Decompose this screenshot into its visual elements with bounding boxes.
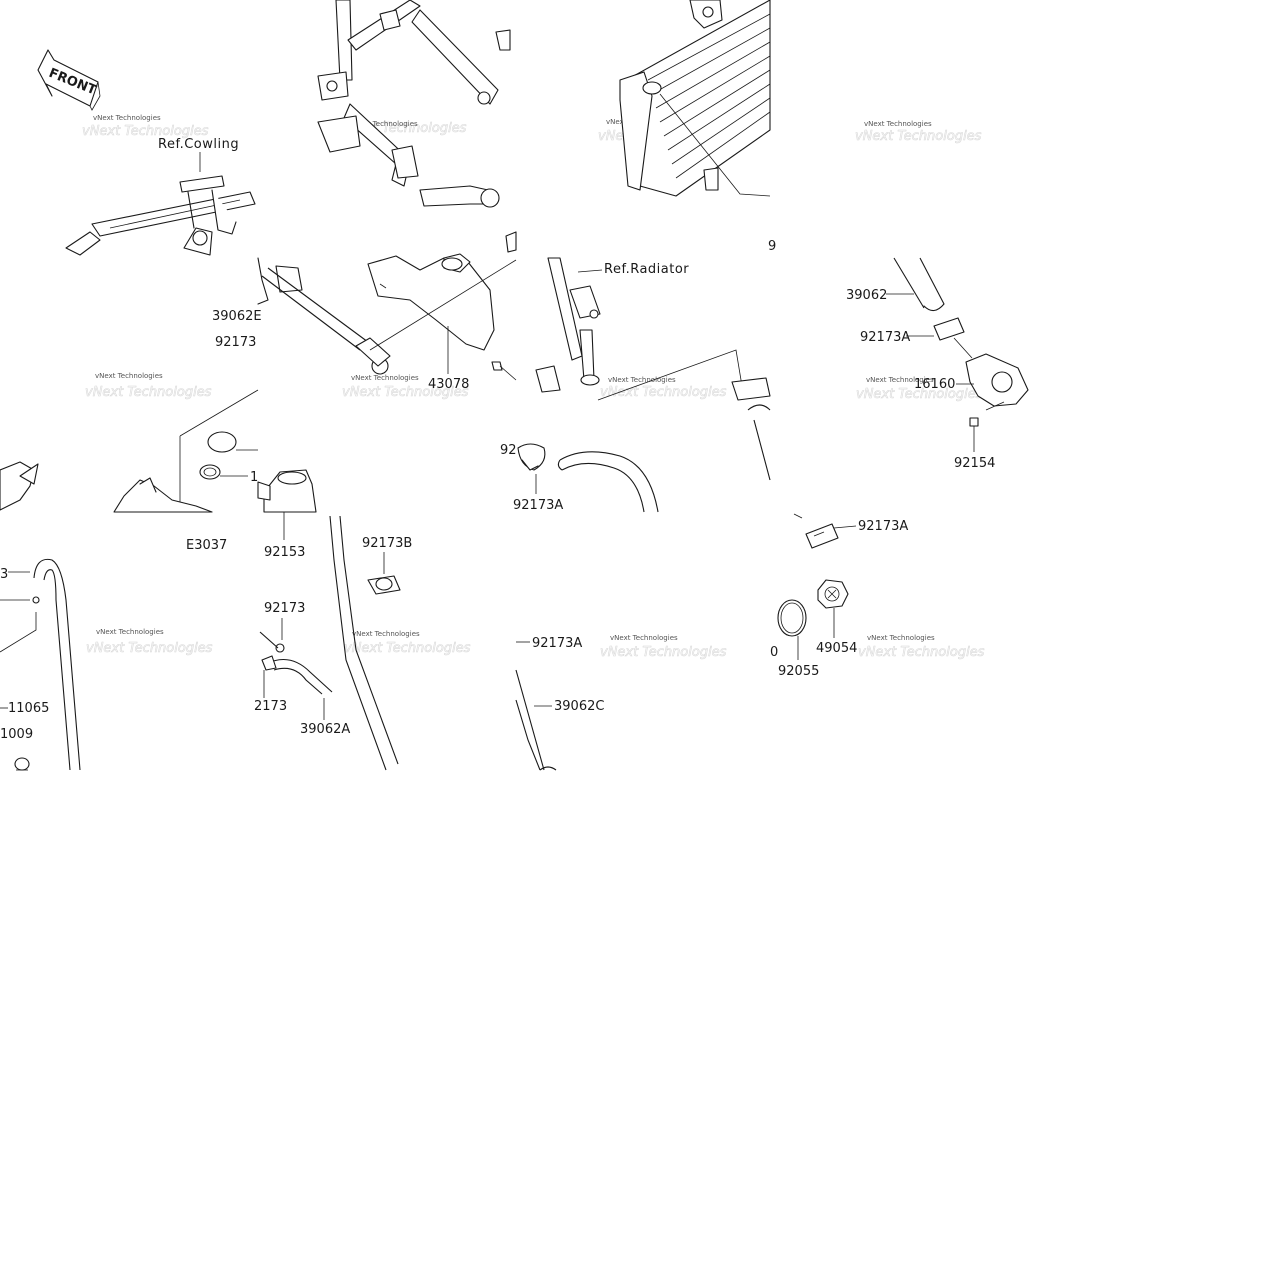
watermark: vNext Technologies bbox=[93, 114, 161, 122]
watermark: vNext Technologies bbox=[351, 374, 419, 382]
watermark-bg: vNext Technologies bbox=[82, 124, 209, 139]
label-0: 0 bbox=[770, 645, 778, 660]
thermostat: 92173A 92055 0 49054 9 bbox=[768, 239, 908, 679]
watermark-bg: vNext Technologies bbox=[855, 129, 982, 144]
watermarks: vNext Technologies vNext Technologies vN… bbox=[82, 114, 985, 660]
water-pump: 39062 92173A 16160 92154 bbox=[846, 257, 1029, 471]
label-92154: 92154 bbox=[954, 456, 995, 471]
label-1009: 1009 bbox=[0, 727, 33, 742]
reservoir-cap: 1 bbox=[0, 389, 258, 513]
radiator-lower: Ref.Radiator bbox=[535, 257, 771, 481]
label-92153: 92153 bbox=[264, 545, 305, 560]
label-92173A-4: 92173A bbox=[858, 519, 908, 534]
watermark-bg: vNext Technologies bbox=[86, 641, 213, 656]
right-hose: 92173A 39062C bbox=[515, 636, 604, 771]
watermark-bg: vNext Technologies bbox=[600, 385, 727, 400]
label-2173: 2173 bbox=[254, 699, 287, 714]
watermark: vNext Technologies bbox=[96, 628, 164, 636]
label-1: 1 bbox=[250, 470, 258, 485]
watermark-bg: vNext Technologies bbox=[858, 645, 985, 660]
watermark: vNext Technologies bbox=[352, 630, 420, 638]
reservoir-bottle: 92153 E3037 bbox=[186, 469, 317, 560]
radiator bbox=[619, 0, 771, 197]
watermark: vNext Technologies bbox=[350, 120, 418, 128]
watermark-bg: vNext Technologies bbox=[600, 645, 727, 660]
label-92173B: 92173B bbox=[362, 536, 412, 551]
watermark: vNext Technologies bbox=[610, 634, 678, 642]
label-E3037: E3037 bbox=[186, 538, 227, 553]
label-92: 92 bbox=[500, 443, 517, 458]
ref-cowling-label: Ref.Cowling bbox=[158, 137, 239, 152]
watermark-bg: vNext Technologies bbox=[344, 641, 471, 656]
left-hose: 3 11065 1009 bbox=[0, 558, 81, 771]
label-16160: 16160 bbox=[914, 377, 955, 392]
hose-clamp-upper: 92 92173A bbox=[500, 443, 659, 513]
overflow-pipe: 39062E 92173 bbox=[212, 257, 391, 375]
label-92173-b: 92173 bbox=[264, 601, 305, 616]
watermark: vNext Technologies bbox=[867, 634, 935, 642]
label-92173A-2: 92173A bbox=[513, 498, 563, 513]
label-39062: 39062 bbox=[846, 288, 887, 303]
front-arrow-icon: FRONT bbox=[37, 49, 101, 111]
label-92173A-1: 92173A bbox=[860, 330, 910, 345]
label-92055: 92055 bbox=[778, 664, 819, 679]
label-49054: 49054 bbox=[816, 641, 857, 656]
ref-radiator-label: Ref.Radiator bbox=[604, 262, 689, 277]
label-39062C: 39062C bbox=[554, 699, 604, 714]
label-43078: 43078 bbox=[428, 377, 469, 392]
watermark: vNext Technologies bbox=[608, 376, 676, 384]
label-3: 3 bbox=[0, 567, 8, 582]
reservoir-tank: 43078 bbox=[367, 231, 517, 392]
label-92173: 92173 bbox=[215, 335, 256, 350]
watermark-bg: vNext Technologies bbox=[856, 387, 983, 402]
label-39062E: 39062E bbox=[212, 309, 262, 324]
cowling-bracket: Ref.Cowling bbox=[65, 137, 256, 256]
watermark: vNext Technologies bbox=[866, 376, 934, 384]
watermark: vNext Technologies bbox=[95, 372, 163, 380]
watermark-bg: vNext Technologies bbox=[85, 385, 212, 400]
watermark: vNext Technologies bbox=[864, 120, 932, 128]
label-92173A-3: 92173A bbox=[532, 636, 582, 651]
label-9: 9 bbox=[768, 239, 776, 254]
watermark-bg: vNext Technologies bbox=[342, 385, 469, 400]
label-39062A: 39062A bbox=[300, 722, 350, 737]
middle-hoses: 92173B 92173 2173 39062A bbox=[254, 515, 412, 771]
frame-bracket bbox=[317, 0, 511, 208]
label-11065: 11065 bbox=[8, 701, 49, 716]
